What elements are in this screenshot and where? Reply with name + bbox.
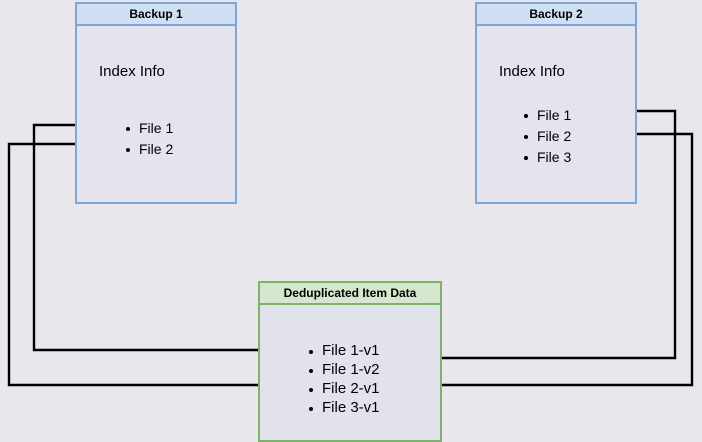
backup-1-file-list: File 1 File 2 bbox=[125, 118, 173, 160]
backup-1-box[interactable]: Backup 1 Index Info File 1 File 2 bbox=[75, 2, 237, 204]
deduplicated-item-data-box[interactable]: Deduplicated Item Data File 1-v1 File 1-… bbox=[258, 281, 442, 442]
deduplicated-file-list: File 1-v1 File 1-v2 File 2-v1 File 3-v1 bbox=[308, 341, 380, 417]
deduplicated-item-data-body: File 1-v1 File 1-v2 File 2-v1 File 3-v1 bbox=[260, 305, 440, 442]
list-item[interactable]: File 2 bbox=[125, 139, 173, 160]
list-item[interactable]: File 2 bbox=[523, 126, 571, 147]
backup-2-index-label: Index Info bbox=[499, 63, 565, 80]
backup-2-box[interactable]: Backup 2 Index Info File 1 File 2 File 3 bbox=[475, 2, 637, 204]
list-item[interactable]: File 1-v2 bbox=[308, 360, 380, 379]
backup-1-body: Index Info File 1 File 2 bbox=[77, 26, 235, 224]
list-item[interactable]: File 3-v1 bbox=[308, 398, 380, 417]
list-item[interactable]: File 1 bbox=[523, 105, 571, 126]
list-item[interactable]: File 1 bbox=[125, 118, 173, 139]
backup-1-header: Backup 1 bbox=[77, 4, 235, 26]
backup-1-index-label: Index Info bbox=[99, 63, 165, 80]
deduplicated-item-data-header: Deduplicated Item Data bbox=[260, 283, 440, 305]
list-item[interactable]: File 3 bbox=[523, 147, 571, 168]
backup-2-file-list: File 1 File 2 File 3 bbox=[523, 105, 571, 168]
list-item[interactable]: File 1-v1 bbox=[308, 341, 380, 360]
backup-2-header: Backup 2 bbox=[477, 4, 635, 26]
list-item[interactable]: File 2-v1 bbox=[308, 379, 380, 398]
backup-2-body: Index Info File 1 File 2 File 3 bbox=[477, 26, 635, 224]
